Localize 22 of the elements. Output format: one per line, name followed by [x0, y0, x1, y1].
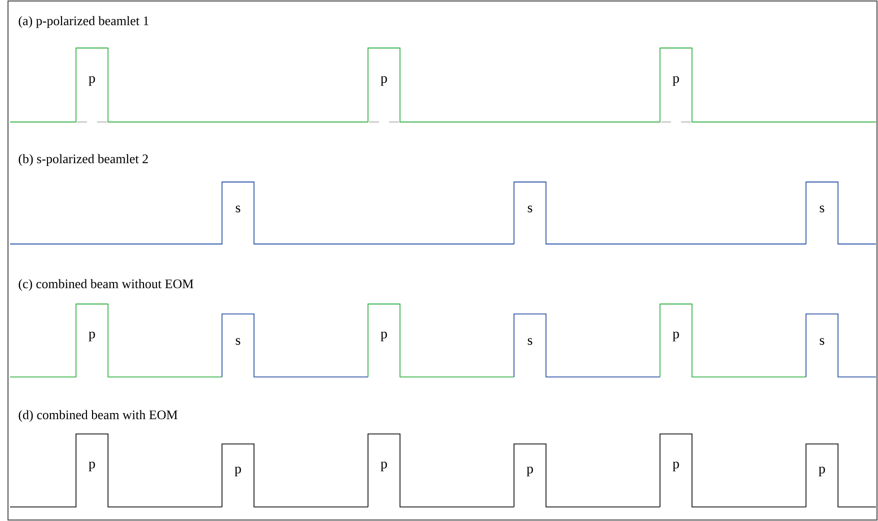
polarization-label: p — [526, 466, 533, 476]
polarization-label: s — [528, 338, 532, 345]
panel-title: (a) p-polarized beamlet 1 — [18, 16, 148, 28]
polarization-label: p — [88, 332, 95, 342]
polarization-label: p — [380, 76, 387, 86]
polarization-label: p — [88, 462, 95, 472]
polarization-label: p — [88, 76, 95, 86]
polarization-label: p — [818, 466, 825, 476]
polarization-label: p — [672, 332, 679, 342]
panel-title: (b) s-polarized beamlet 2 — [18, 154, 148, 166]
polarization-label: p — [234, 466, 241, 476]
polarization-label: s — [236, 338, 240, 345]
polarization-label: p — [672, 76, 679, 86]
polarization-label: p — [380, 332, 387, 342]
polarization-label: s — [820, 206, 824, 212]
polarization-label: s — [528, 206, 532, 212]
polarization-label: s — [820, 338, 824, 345]
polarization-label: p — [380, 462, 387, 472]
polarization-label: s — [236, 206, 240, 212]
panel-title: (c) combined beam without EOM — [18, 279, 194, 291]
panel-title: (d) combined beam with EOM — [18, 410, 178, 422]
polarization-label: p — [672, 462, 679, 472]
